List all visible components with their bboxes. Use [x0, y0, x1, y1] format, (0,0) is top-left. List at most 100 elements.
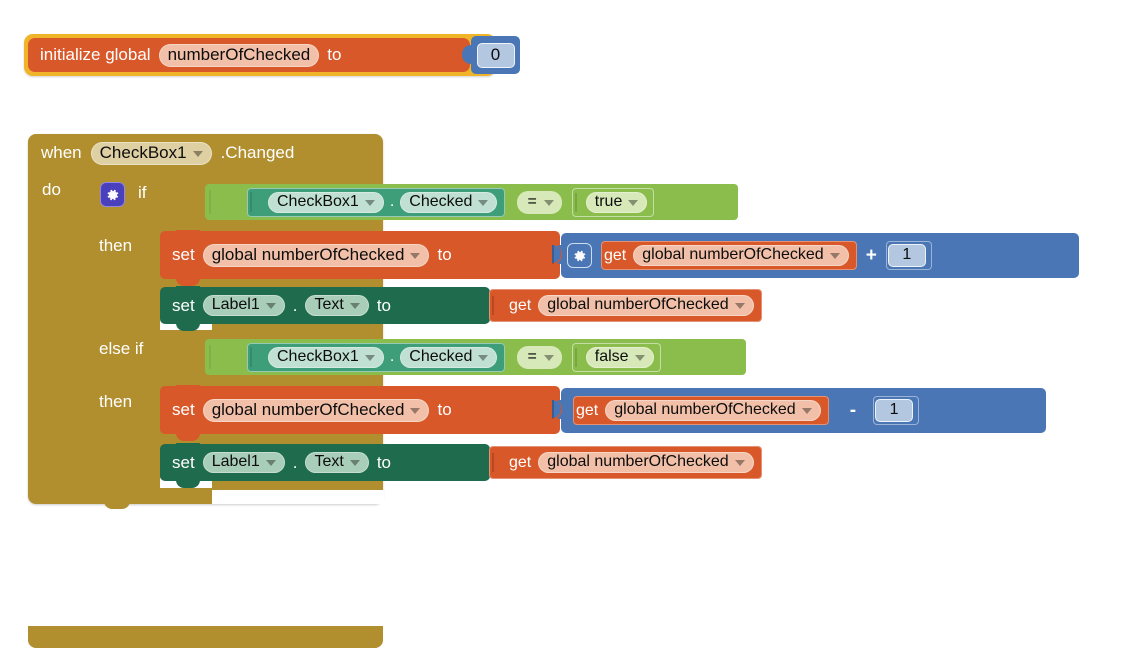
chevron-down-icon[interactable]	[349, 460, 360, 466]
chevron-down-icon[interactable]	[734, 303, 745, 309]
chevron-down-icon[interactable]	[734, 460, 745, 466]
setter-1-bottom-notch	[176, 278, 200, 286]
block-boolean-true[interactable]: true	[571, 187, 655, 217]
global-name-field[interactable]: numberOfChecked	[158, 43, 320, 67]
chevron-down-icon[interactable]	[478, 354, 489, 361]
chevron-down-icon[interactable]	[410, 407, 421, 414]
number-one-sub-field[interactable]: 1	[875, 399, 914, 422]
block-compare-checked-false[interactable]: CheckBox1 . Checked = false	[205, 339, 746, 375]
set-variable-name-2: global numberOfChecked	[211, 399, 405, 419]
set-to-label-1: to	[437, 245, 452, 264]
property-name-1: Checked	[409, 192, 473, 210]
boolean-value-1: true	[594, 192, 623, 210]
set-label-2: set	[172, 400, 195, 419]
chevron-down-icon[interactable]	[543, 199, 554, 206]
set-variable-dropdown-1[interactable]: global numberOfChecked	[202, 243, 430, 267]
operator-symbol-2: =	[527, 347, 537, 365]
number-zero-field[interactable]: 0	[476, 42, 515, 68]
get-variable-dropdown-label-1[interactable]: global numberOfChecked	[538, 295, 754, 316]
block-initialize-global[interactable]: initialize global numberOfChecked to 0	[24, 34, 520, 76]
get-global-label-2-socket	[492, 453, 502, 472]
chevron-down-icon[interactable]	[192, 150, 203, 157]
operator-dropdown-1[interactable]: =	[517, 190, 562, 214]
get-label-2: get	[576, 401, 599, 419]
block-number-one-sub[interactable]: 1	[552, 396, 920, 425]
boolean-1-socket	[574, 192, 584, 212]
block-set-label1-text-1[interactable]: set Label1 . Text to	[160, 286, 490, 331]
math-operator-add: +	[865, 244, 877, 266]
property-dropdown-1[interactable]: Checked	[400, 191, 498, 213]
label-property-dropdown-1[interactable]: Text	[305, 295, 369, 316]
block-set-global-numberofchecked-1[interactable]: set global numberOfChecked to	[160, 230, 560, 286]
block-checkbox1-checked-getter-2[interactable]: CheckBox1 . Checked	[247, 342, 506, 372]
chevron-down-icon[interactable]	[364, 199, 375, 206]
block-get-global-label-1[interactable]: get global numberOfChecked	[489, 289, 762, 322]
boolean-dropdown-1[interactable]: true	[585, 191, 648, 213]
label-to-label-2: to	[376, 452, 391, 472]
number-one-add-field[interactable]: 1	[887, 244, 926, 267]
number-one-add-socket	[552, 245, 561, 263]
setter-2-top-notch	[176, 385, 200, 392]
label-component-dropdown-1[interactable]: Label1	[202, 295, 285, 316]
chevron-down-icon[interactable]	[349, 303, 360, 309]
block-math-subtraction[interactable]: get global numberOfChecked - 1	[552, 388, 1046, 433]
initialize-global-body[interactable]: initialize global numberOfChecked to	[28, 38, 470, 72]
get-variable-dropdown-1[interactable]: global numberOfChecked	[633, 245, 849, 266]
chevron-down-icon[interactable]	[410, 252, 421, 259]
label-setter-1-top-notch	[176, 286, 200, 293]
if-block-bottom-notch	[104, 501, 130, 509]
event-component-dropdown[interactable]: CheckBox1	[90, 141, 212, 165]
chevron-down-icon[interactable]	[543, 354, 554, 361]
event-inner-gap	[212, 490, 384, 504]
component-dropdown-2[interactable]: CheckBox1	[268, 346, 384, 368]
chevron-down-icon[interactable]	[634, 354, 645, 361]
dot-separator-2: .	[389, 348, 395, 365]
event-name-label: .Changed	[220, 143, 295, 162]
boolean-2-socket	[574, 347, 584, 367]
property-name-2: Checked	[409, 347, 473, 365]
label-property-name-2: Text	[314, 453, 344, 470]
gear-icon[interactable]	[100, 182, 125, 207]
component-name-2: CheckBox1	[277, 347, 359, 365]
getter-2-socket	[250, 347, 260, 367]
label-component-dropdown-2[interactable]: Label1	[202, 452, 285, 473]
chevron-down-icon[interactable]	[364, 354, 375, 361]
set-variable-dropdown-2[interactable]: global numberOfChecked	[202, 398, 430, 422]
block-set-label1-text-2[interactable]: set Label1 . Text to	[160, 443, 490, 488]
block-set-global-numberofchecked-2[interactable]: set global numberOfChecked to	[160, 385, 560, 441]
setter-1-top-notch	[176, 230, 200, 237]
boolean-dropdown-2[interactable]: false	[585, 346, 654, 368]
label-component-name-1: Label1	[211, 296, 260, 313]
block-math-addition[interactable]: get global numberOfChecked + 1	[552, 233, 1079, 278]
get-variable-name-label-2: global numberOfChecked	[547, 453, 729, 470]
get-variable-dropdown-label-2[interactable]: global numberOfChecked	[538, 452, 754, 473]
block-compare-checked-true[interactable]: CheckBox1 . Checked = true	[205, 184, 738, 220]
block-number-zero[interactable]: 0	[462, 36, 520, 74]
chevron-down-icon[interactable]	[801, 408, 812, 414]
chevron-down-icon[interactable]	[829, 253, 840, 259]
chevron-down-icon[interactable]	[628, 199, 639, 206]
block-number-one-add[interactable]: 1	[552, 241, 932, 270]
block-get-global-label-2[interactable]: get global numberOfChecked	[489, 446, 762, 479]
event-bottom-bar	[28, 626, 383, 648]
operator-dropdown-2[interactable]: =	[517, 345, 562, 369]
setter-2-bottom-notch	[176, 433, 200, 441]
component-dropdown-1[interactable]: CheckBox1	[268, 191, 384, 213]
chevron-down-icon[interactable]	[265, 303, 276, 309]
set-variable-name-1: global numberOfChecked	[211, 244, 405, 264]
gear-icon[interactable]	[567, 243, 592, 268]
block-get-global-2[interactable]: get global numberOfChecked	[552, 396, 829, 425]
label-setter-2-top-notch	[176, 443, 200, 450]
block-checkbox1-checked-getter-1[interactable]: CheckBox1 . Checked	[247, 187, 506, 217]
chevron-down-icon[interactable]	[265, 460, 276, 466]
chevron-down-icon[interactable]	[478, 199, 489, 206]
block-boolean-false[interactable]: false	[571, 342, 661, 372]
get-variable-dropdown-2[interactable]: global numberOfChecked	[605, 400, 821, 421]
property-dropdown-2[interactable]: Checked	[400, 346, 498, 368]
block-get-global-1[interactable]: get global numberOfChecked	[552, 241, 857, 270]
label-to-label-1: to	[376, 295, 391, 315]
get-label-1: get	[604, 246, 627, 264]
label-property-dropdown-2[interactable]: Text	[305, 452, 369, 473]
initialize-global-to-label: to	[327, 45, 342, 64]
